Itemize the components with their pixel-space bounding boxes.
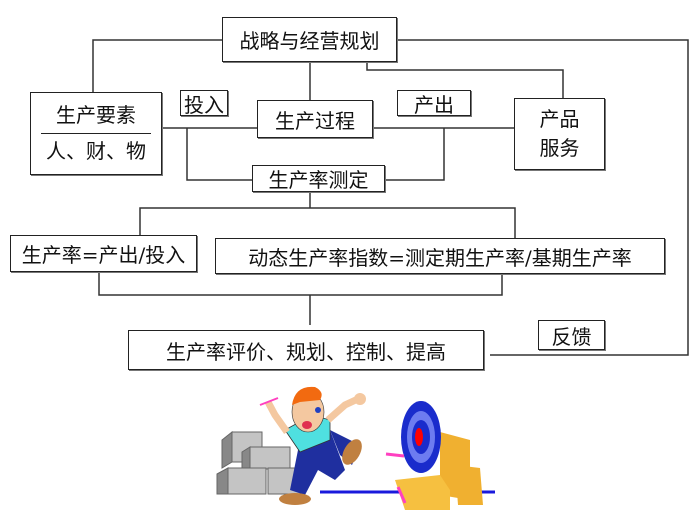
measurement-label: 生产率测定: [268, 168, 369, 192]
divider: [41, 133, 151, 134]
factors-title: 生产要素: [56, 103, 136, 127]
gray-blocks: [216, 430, 301, 495]
evaluation-label: 生产率评价、规划、控制、提高: [166, 339, 446, 364]
feedback-label: 反馈: [551, 324, 592, 349]
production-process-box: 生产过程: [257, 100, 373, 138]
man-figure: [259, 386, 366, 505]
dynamic-formula: 动态生产率指数=测定期生产率/基期生产率: [248, 245, 632, 270]
clipart-illustration: [216, 386, 495, 510]
output-label: 产出: [414, 92, 454, 117]
evaluation-box: 生产率评价、规划、控制、提高: [128, 330, 484, 370]
output-label-box: 产出: [397, 90, 471, 117]
static-formula: 生产率=产出/投入: [21, 243, 186, 267]
production-factors-box: 生产要素 人、财、物: [30, 92, 162, 175]
factors-detail: 人、财、物: [46, 139, 146, 163]
strategy-planning-box: 战略与经营规划: [222, 17, 397, 62]
productivity-measurement-box: 生产率测定: [252, 165, 385, 192]
dynamic-formula-box: 动态生产率指数=测定期生产率/基期生产率: [215, 238, 665, 274]
product-service-box: 产品 服务: [514, 98, 605, 170]
static-formula-box: 生产率=产出/投入: [10, 235, 197, 272]
feedback-box: 反馈: [538, 320, 605, 350]
service-label: 服务: [539, 136, 580, 160]
product-label: 产品: [539, 107, 580, 131]
target-and-boxes: [385, 401, 483, 510]
input-label: 投入: [184, 92, 224, 117]
strategy-label: 战略与经营规划: [239, 29, 380, 53]
process-label: 生产过程: [275, 108, 355, 133]
input-label-box: 投入: [180, 90, 228, 117]
